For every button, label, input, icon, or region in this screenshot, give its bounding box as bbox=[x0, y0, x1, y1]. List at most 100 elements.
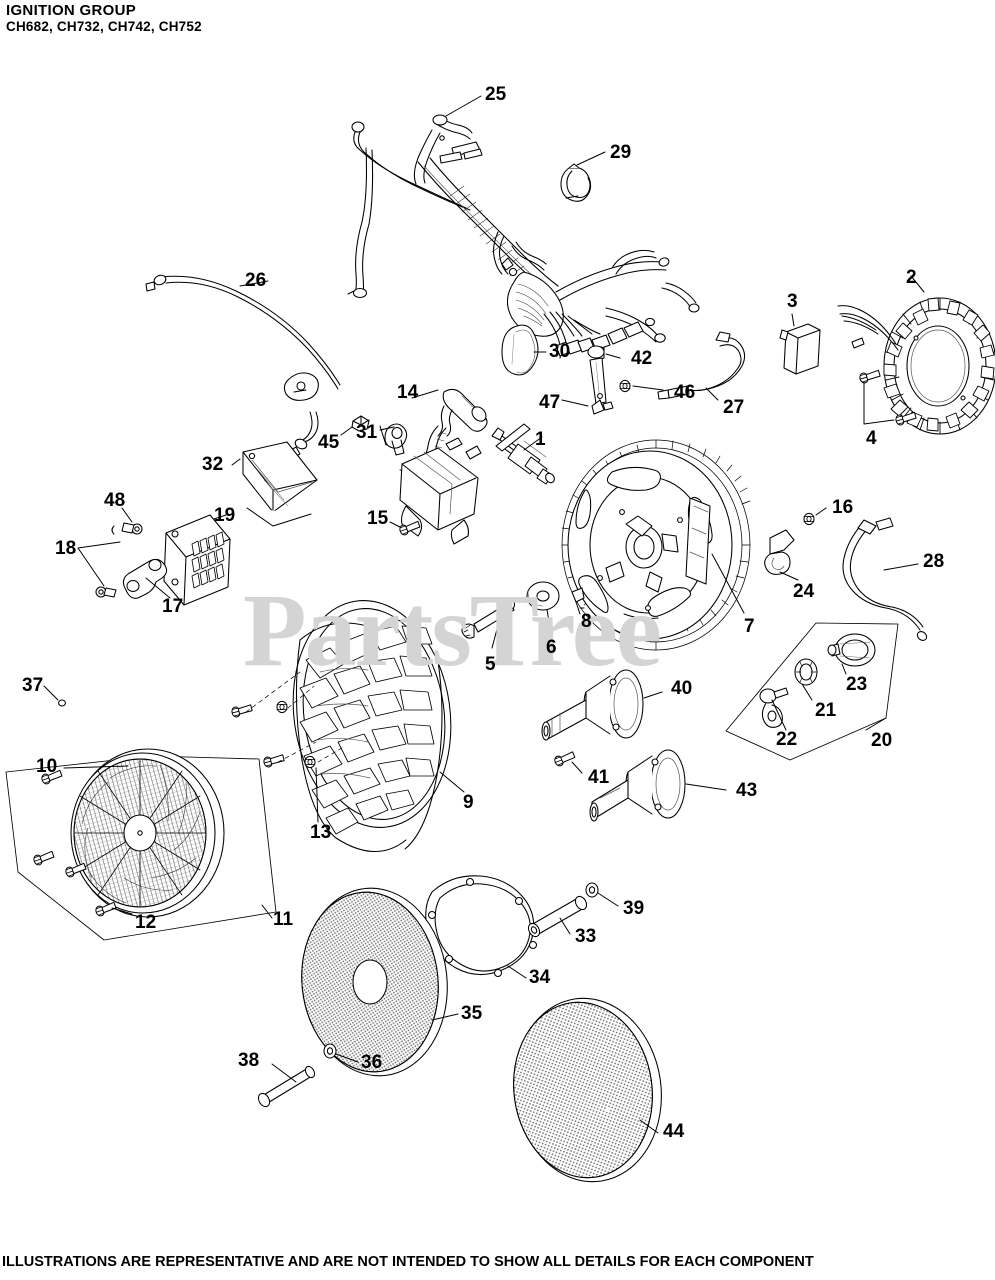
part-5-long-bolt bbox=[462, 598, 515, 648]
part-2-stator bbox=[838, 276, 995, 434]
callout-23: 23 bbox=[846, 674, 868, 695]
part-34-gasket bbox=[426, 876, 537, 978]
callout-6: 6 bbox=[546, 637, 557, 658]
part-33-spacer-tube bbox=[526, 894, 589, 938]
part-29-hose-clamp bbox=[561, 152, 605, 201]
part-20-key-switch-kit bbox=[726, 623, 898, 760]
part-39-washer-flat bbox=[586, 883, 618, 906]
part-28-sensor-lead bbox=[843, 518, 928, 642]
callout-9: 9 bbox=[463, 792, 474, 813]
callout-12: 12 bbox=[135, 912, 157, 933]
part-18-terminal-set bbox=[78, 542, 120, 597]
callout-41: 41 bbox=[588, 767, 610, 788]
callout-30: 30 bbox=[549, 341, 571, 362]
part-6-washer bbox=[527, 582, 559, 632]
part-43-hub-shaft-alt bbox=[590, 750, 726, 821]
callout-20: 20 bbox=[871, 730, 893, 751]
callout-10: 10 bbox=[36, 756, 58, 777]
part-15-coil-screw bbox=[390, 519, 422, 537]
part-44-screen-disc-alt bbox=[502, 989, 673, 1192]
callout-19: 19 bbox=[214, 505, 236, 526]
callout-18: 18 bbox=[55, 538, 77, 559]
callout-39: 39 bbox=[623, 898, 645, 919]
part-1-spark-plug bbox=[492, 424, 556, 484]
callout-21: 21 bbox=[815, 700, 837, 721]
part-24-wire-clamp bbox=[765, 530, 798, 580]
part-37-pin bbox=[44, 686, 65, 706]
callout-22: 22 bbox=[776, 729, 798, 750]
callout-48: 48 bbox=[104, 490, 126, 511]
part-25-wiring-harness bbox=[348, 96, 699, 358]
part-38-long-bolt bbox=[256, 1064, 316, 1109]
callout-2: 2 bbox=[906, 267, 917, 288]
part-36-washer-small bbox=[324, 1044, 358, 1062]
callout-28: 28 bbox=[923, 551, 945, 572]
callout-45: 45 bbox=[318, 432, 340, 453]
callout-15: 15 bbox=[367, 508, 389, 529]
part-30-cover-plate bbox=[502, 325, 546, 375]
part-22-keys bbox=[760, 688, 788, 730]
part-13-flange-nuts bbox=[230, 672, 342, 822]
model-list: CH682, CH732, CH742, CH752 bbox=[6, 19, 202, 34]
page-header: IGNITION GROUP CH682, CH732, CH742, CH75… bbox=[6, 2, 606, 35]
part-17-mounting-bracket bbox=[123, 559, 170, 598]
part-3-ignition-module bbox=[780, 314, 820, 374]
callout-3: 3 bbox=[787, 291, 798, 312]
callout-36: 36 bbox=[361, 1052, 383, 1073]
part-12-fan-bolts bbox=[32, 768, 132, 918]
part-27-jumper-lead bbox=[658, 332, 745, 400]
callout-17: 17 bbox=[162, 596, 184, 617]
callout-24: 24 bbox=[793, 581, 815, 602]
callout-5: 5 bbox=[485, 654, 496, 675]
callout-25: 25 bbox=[485, 84, 507, 105]
part-16-clip-nut bbox=[803, 508, 826, 526]
callout-33: 33 bbox=[575, 926, 597, 947]
part-7-flywheel bbox=[562, 440, 750, 650]
callout-4: 4 bbox=[866, 428, 877, 449]
callout-27: 27 bbox=[723, 397, 745, 418]
part-42-strap-bracket bbox=[588, 346, 620, 404]
part-48-eyelet-terminal bbox=[112, 508, 142, 534]
callout-31: 31 bbox=[356, 422, 378, 443]
callout-11: 11 bbox=[273, 909, 294, 930]
callout-34: 34 bbox=[529, 967, 551, 988]
callout-13: 13 bbox=[310, 822, 332, 843]
part-19-connector-block bbox=[164, 515, 230, 605]
part-21-lock-washer bbox=[795, 659, 817, 700]
part-9-blower-fan bbox=[279, 590, 465, 851]
callout-43: 43 bbox=[736, 780, 758, 801]
callout-47: 47 bbox=[539, 392, 561, 413]
callout-37: 37 bbox=[22, 675, 44, 696]
callout-29: 29 bbox=[610, 142, 632, 163]
part-45-clip bbox=[341, 416, 369, 435]
part-35-screen-disc bbox=[293, 881, 458, 1083]
callout-32: 32 bbox=[202, 454, 224, 475]
part-10-cooling-fan bbox=[64, 749, 224, 917]
part-47-screw bbox=[562, 400, 613, 414]
callout-7: 7 bbox=[744, 616, 755, 637]
callout-40: 40 bbox=[671, 678, 693, 699]
callout-26: 26 bbox=[245, 270, 267, 291]
callout-38: 38 bbox=[238, 1050, 260, 1071]
callout-46: 46 bbox=[674, 382, 696, 403]
callout-16: 16 bbox=[832, 497, 854, 518]
part-41-hub-bolt bbox=[552, 749, 582, 773]
part-46-nut bbox=[619, 379, 663, 393]
page-title: IGNITION GROUP bbox=[6, 2, 137, 19]
part-14-ignition-coil bbox=[400, 389, 489, 544]
part-32-voltage-regulator bbox=[232, 442, 317, 526]
part-8-woodruff-key bbox=[572, 588, 584, 614]
part-26-ground-lead bbox=[146, 274, 340, 458]
callout-1: 1 bbox=[535, 429, 546, 450]
part-31-grommet-clip bbox=[380, 424, 407, 455]
callout-44: 44 bbox=[663, 1121, 685, 1142]
callout-35: 35 bbox=[461, 1003, 483, 1024]
part-23-retaining-nut bbox=[828, 634, 875, 674]
callout-42: 42 bbox=[631, 348, 653, 369]
part-4-stator-screws bbox=[858, 368, 918, 427]
footer-disclaimer: ILLUSTRATIONS ARE REPRESENTATIVE AND ARE… bbox=[2, 1253, 814, 1270]
part-40-hub-shaft bbox=[542, 670, 662, 740]
callout-8: 8 bbox=[581, 611, 592, 632]
